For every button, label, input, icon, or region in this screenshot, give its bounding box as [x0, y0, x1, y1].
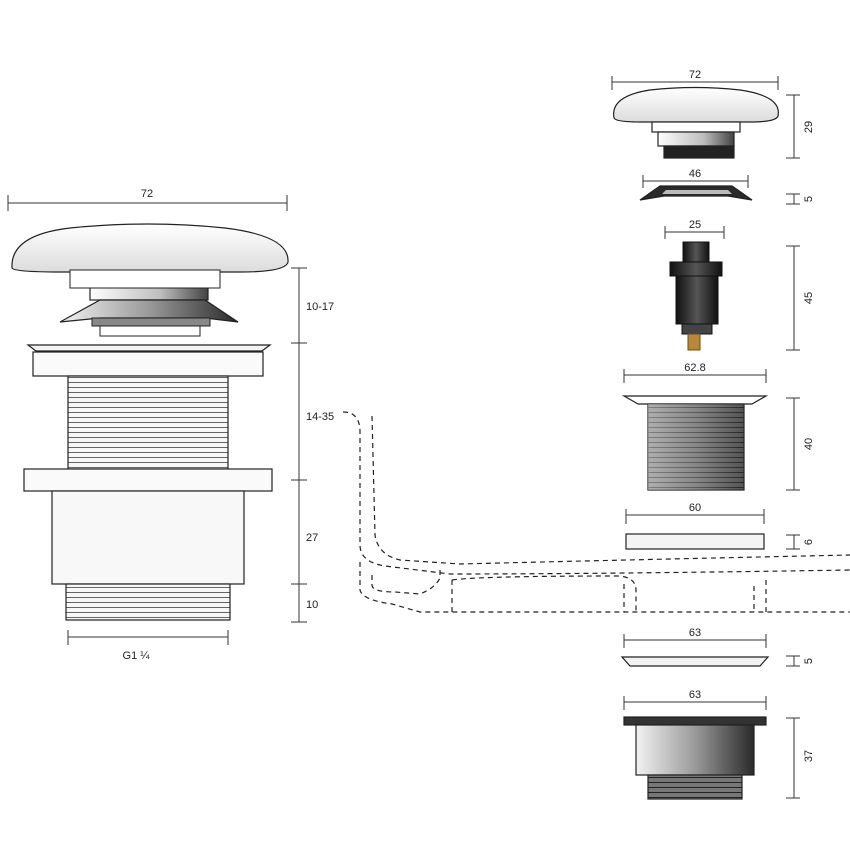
cartridge-height-label: 45: [803, 292, 815, 304]
cartridge-base: [681, 323, 713, 335]
height-label-body: 14-35: [306, 411, 334, 423]
thread-size-label: G1 ¼: [123, 650, 151, 662]
exploded-cap: 72 29: [611, 69, 815, 159]
height-label-cap: 10-17: [306, 301, 334, 313]
body-width-label: 62.8: [684, 362, 705, 374]
exploded-flat-washer: 60 6: [625, 502, 815, 550]
exploded-seal-ring: 46 5: [639, 168, 815, 205]
seal-height-label: 5: [803, 196, 815, 202]
base-height-label: 37: [803, 750, 815, 762]
assembly-cap: [11, 223, 289, 273]
cartridge-collar: [669, 261, 723, 277]
height-label-lower: 27: [306, 532, 318, 544]
height-label-thread: 10: [306, 599, 318, 611]
cap-stem: [657, 131, 735, 147]
cap-height-label: 29: [803, 121, 815, 133]
assembly-bottom-thread: [65, 583, 231, 621]
cartridge-width-label: 25: [689, 219, 701, 231]
assembly-view: 72 10-17 14-35 27: [7, 188, 334, 662]
washer-height-label: 6: [803, 539, 815, 545]
assembly-lower-body: [51, 490, 245, 585]
exploded-cartridge: 25 45: [664, 219, 815, 351]
cap-stem-base: [663, 145, 735, 159]
washer-part: [625, 533, 765, 550]
cap-collar: [651, 121, 741, 133]
base-body: [635, 724, 755, 776]
assembly-threaded-body: [67, 375, 229, 470]
cartridge-top: [682, 241, 710, 263]
base-width-label: 63: [689, 689, 701, 701]
cap-width-label: 72: [689, 69, 701, 81]
assembly-top-nut: [32, 351, 264, 377]
exploded-view: 72 29 46 5 25: [611, 69, 815, 800]
basin-outline: [342, 411, 850, 613]
body-height-label: 40: [803, 438, 815, 450]
base-flange: [623, 716, 767, 726]
assembly-width-dimension: 72: [7, 188, 288, 211]
exploded-threaded-body: 62.8 40: [621, 362, 815, 491]
assembly-width-label: 72: [141, 188, 153, 200]
washer-width-label: 60: [689, 502, 701, 514]
thread-size-dimension: G1 ¼: [67, 630, 229, 662]
cartridge-body: [675, 275, 719, 325]
body-flange: [621, 395, 769, 405]
seal-width-label: 46: [689, 168, 701, 180]
base-thread: [647, 774, 743, 800]
gasket-height-label: 5: [803, 658, 815, 664]
gasket-width-label: 63: [689, 627, 701, 639]
exploded-gasket: 63 5: [620, 627, 815, 667]
assembly-flange: [26, 344, 272, 352]
assembly-height-dimensions: 10-17 14-35 27 10: [291, 267, 334, 623]
cartridge-brass-pin: [687, 333, 701, 351]
assembly-lower-nut: [23, 468, 273, 492]
gasket-part: [620, 656, 770, 667]
exploded-base-nut: 63 37: [623, 689, 815, 800]
cap-dome: [613, 86, 779, 123]
